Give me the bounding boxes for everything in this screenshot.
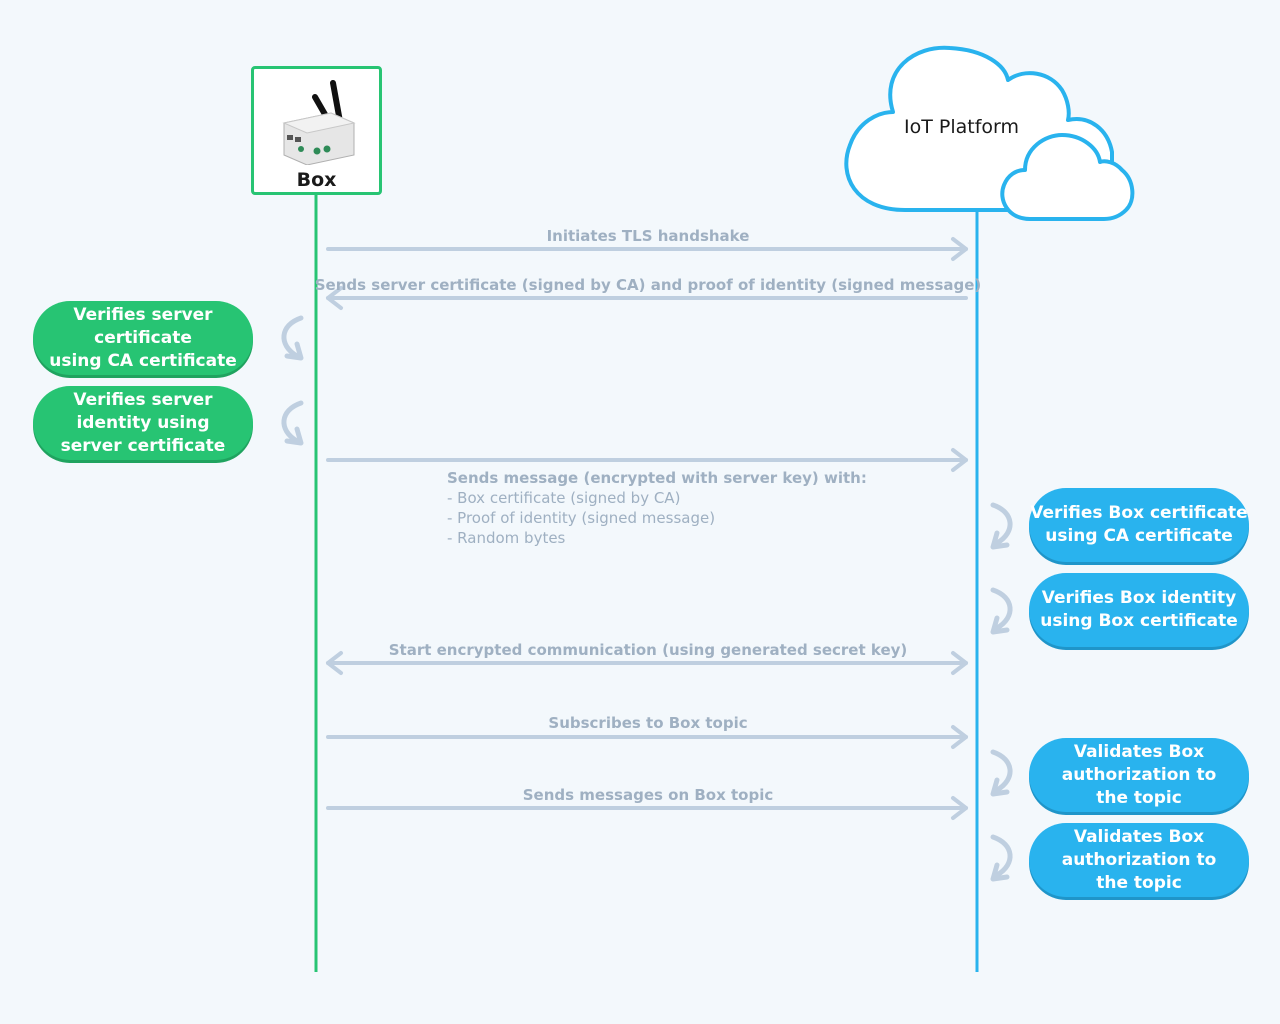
box-step-verify-certificate: Verifies server certificate using CA cer… <box>33 301 253 375</box>
box-step-verify-identity: Verifies server identity using server ce… <box>33 386 253 460</box>
arrow-initiates-tls <box>326 237 968 261</box>
step-text-line: Verifies server <box>73 389 213 410</box>
box-check-arrow-2 <box>281 400 304 446</box>
router-device-icon <box>282 80 356 165</box>
step-text-line: using CA certificate <box>1045 526 1233 546</box>
platform-check-arrow-3 <box>990 749 1013 797</box>
box-check-arrow-1 <box>281 315 304 361</box>
step-text-line: Verifies server <box>73 304 213 325</box>
message-label-encrypted-message: Sends message (encrypted with server key… <box>447 469 867 487</box>
message-detail-line: - Random bytes <box>447 529 566 547</box>
arrow-server-certificate <box>326 286 968 310</box>
message-detail-line: - Proof of identity (signed message) <box>447 509 716 527</box>
arrow-start-encrypted <box>326 651 968 675</box>
box-participant: Box <box>251 66 382 195</box>
step-text-line: identity using <box>76 412 210 433</box>
platform-check-arrow-4 <box>990 834 1013 882</box>
step-text-line: Verifies Box identity <box>1041 588 1237 608</box>
platform-check-arrow-2 <box>990 587 1013 635</box>
step-text-line: server certificate <box>60 435 226 456</box>
step-text-line: the topic <box>1096 787 1182 808</box>
step-text-line: certificate <box>94 327 192 348</box>
message-label-start-encrypted: Start encrypted communication (using gen… <box>388 641 908 659</box>
box-label: Box <box>296 169 337 191</box>
platform-step-validate-authorization-send: Validates Box authorization to the topic <box>1029 823 1249 897</box>
cloud-icon <box>844 45 1135 221</box>
step-text-line: using CA certificate <box>49 350 237 371</box>
platform-check-arrow-1 <box>990 502 1013 550</box>
arrow-encrypted-message <box>326 448 968 472</box>
message-label-sends-messages: Sends messages on Box topic <box>522 786 774 804</box>
message-detail-line: - Box certificate (signed by CA) <box>447 489 681 507</box>
step-text-line: authorization to <box>1061 764 1217 785</box>
message-label-server-certificate: Sends server certificate (signed by CA) … <box>314 276 982 294</box>
platform-step-validate-authorization-subscribe: Validates Box authorization to the topic <box>1029 738 1249 812</box>
platform-step-verify-box-identity: Verifies Box identity using Box certific… <box>1029 573 1249 647</box>
step-text-line: Validates Box <box>1073 826 1205 847</box>
arrow-subscribes <box>326 725 968 749</box>
message-detail-encrypted: Sends message (encrypted with server key… <box>447 468 867 548</box>
step-text-line: authorization to <box>1061 849 1217 870</box>
arrow-sends-messages <box>326 796 968 820</box>
step-text-line: using Box certificate <box>1040 611 1238 631</box>
step-text-line: Validates Box <box>1073 741 1205 762</box>
step-text-line: the topic <box>1096 872 1182 893</box>
message-label-initiates-tls: Initiates TLS handshake <box>546 227 750 245</box>
platform-label: IoT Platform <box>904 116 1020 138</box>
platform-step-verify-box-certificate: Verifies Box certificate using CA certif… <box>1029 488 1249 562</box>
step-text-line: Verifies Box certificate <box>1030 503 1248 523</box>
message-label-subscribes: Subscribes to Box topic <box>548 714 748 732</box>
